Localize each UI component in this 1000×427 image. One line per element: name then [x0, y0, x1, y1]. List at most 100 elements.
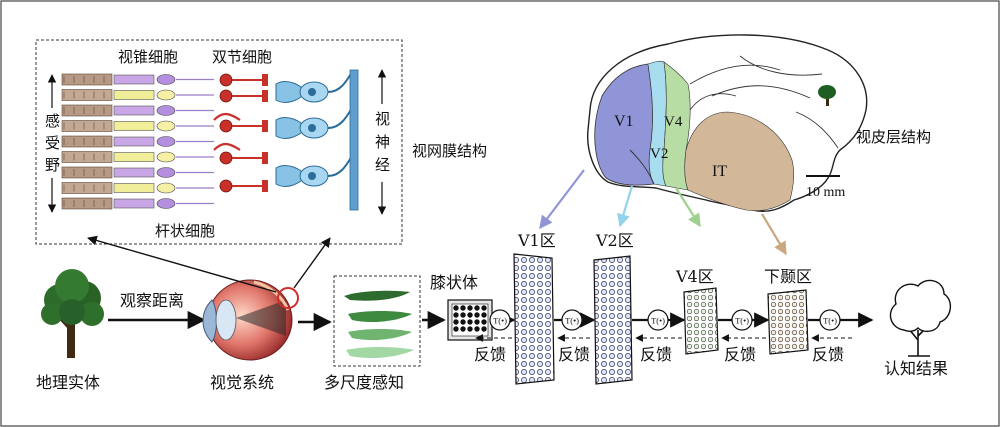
region-it-label: IT	[712, 163, 727, 180]
lgn-dot	[481, 326, 487, 332]
cone-cell	[113, 136, 155, 147]
result-tree-icon	[889, 279, 951, 357]
photoreceptor-segment	[61, 182, 113, 194]
cone-cell	[113, 105, 155, 116]
scale-bar-label: 10 mm	[806, 185, 845, 200]
photoreceptor-segment	[61, 197, 113, 210]
lgn-dot	[453, 319, 459, 325]
transform-node-label: T(•)	[493, 316, 507, 326]
feedback-label-4: 反馈	[724, 345, 756, 364]
lgn-dot	[467, 326, 473, 332]
receptive-field-char-1: 感	[45, 112, 60, 130]
lgn-block	[447, 299, 493, 341]
bipolar-cell	[219, 89, 233, 103]
v1-projection-arrow	[539, 169, 585, 230]
lgn-dot	[460, 305, 466, 311]
it-layer-block	[767, 289, 809, 355]
multiscale-box	[333, 275, 421, 367]
eye-illustration	[202, 279, 293, 361]
brain-illustration: V1 V4 V2 IT 10 mm	[587, 34, 868, 212]
geo-entity-tree-icon	[41, 269, 104, 358]
lgn-dot	[467, 319, 473, 325]
lgn-dot	[460, 319, 466, 325]
lgn-dot	[460, 326, 466, 332]
transform-node-label: T(•)	[735, 316, 749, 326]
v4-projection-arrow	[675, 187, 701, 228]
brain-tree-icon	[818, 85, 836, 106]
transform-node	[819, 309, 841, 331]
feedback-label-5: 反馈	[812, 345, 844, 364]
v2-area-label: V2区	[595, 231, 634, 250]
optic-zoom-arrow	[293, 237, 331, 289]
photoreceptor-segment	[61, 104, 113, 117]
rods-label: 杆状细胞	[155, 222, 215, 240]
retina-zoom-arrow	[87, 235, 277, 293]
photoreceptor-segment	[61, 151, 113, 163]
it-projection-arrow	[761, 213, 787, 256]
optic-nerve-bundle	[349, 69, 359, 211]
lgn-dot	[453, 305, 459, 311]
forward-transform-chain: T(•) T(•) T(•) T(•) T(•)	[489, 309, 874, 331]
transform-node	[561, 309, 583, 331]
v1-area-label: V1区	[517, 231, 556, 250]
transform-node-label: T(•)	[651, 316, 665, 326]
lgn-dot	[467, 312, 473, 318]
brain-sulci	[629, 55, 839, 185]
photoreceptor-segment	[61, 89, 113, 101]
lgn-label: 膝状体	[430, 273, 478, 292]
bipolar-cell	[219, 151, 233, 165]
bipolar-cell	[219, 119, 233, 133]
cone-cell	[113, 74, 155, 85]
lgn-dot	[474, 319, 480, 325]
cone-cell	[113, 198, 155, 209]
transform-node	[731, 309, 753, 331]
retina-structure-caption: 视网膜结构	[412, 142, 487, 160]
lgn-dot	[481, 312, 487, 318]
lgn-dot	[474, 305, 480, 311]
cortex-structure-caption: 视皮层结构	[856, 128, 931, 146]
rod-cell	[113, 90, 155, 100]
bipolar-label: 双节细胞	[212, 48, 272, 66]
receptive-field-char-2: 受	[45, 134, 60, 152]
lgn-dot	[474, 326, 480, 332]
rod-cell	[113, 152, 155, 162]
photoreceptor-segment	[61, 166, 113, 179]
it-area-label: 下颞区	[764, 267, 812, 286]
geo-entity-label: 地理实体	[36, 373, 100, 392]
lgn-dot	[453, 326, 459, 332]
photoreceptor-segment	[61, 120, 113, 132]
transform-node	[489, 309, 511, 331]
region-v2-label: V2	[650, 146, 668, 162]
v1-layer-block	[513, 253, 555, 385]
visual-system-label: 视觉系统	[210, 373, 274, 392]
photoreceptor-segment	[61, 135, 113, 148]
feedback-label-1: 反馈	[474, 345, 506, 364]
v4-area-label: V4区	[675, 267, 714, 286]
transform-node	[647, 309, 669, 331]
retina-box	[35, 39, 403, 245]
feedback-label-3: 反馈	[640, 345, 672, 364]
transform-node-label: T(•)	[823, 316, 837, 326]
v4-layer-block	[683, 287, 719, 355]
region-v1-label: V1	[614, 113, 634, 130]
v2-layer-block	[593, 255, 633, 385]
optic-nerve-char-2: 神	[375, 133, 390, 151]
receptive-field-char-3: 野	[45, 156, 60, 174]
retina-zoom-circle	[277, 287, 299, 309]
lgn-dot	[453, 312, 459, 318]
photoreceptor-segment	[61, 73, 113, 86]
lgn-dot	[481, 305, 487, 311]
retina-inset: 视锥细胞 双节细胞 杆状细胞 感 受 野 视 神 经	[35, 39, 403, 245]
region-v4-label: V4	[664, 114, 683, 130]
observe-distance-label: 观察距离	[120, 291, 184, 310]
cone-cell	[113, 167, 155, 178]
optic-nerve-char-1: 视	[375, 110, 390, 128]
rod-cell	[113, 183, 155, 193]
bipolar-cell	[219, 179, 233, 193]
region-it-area	[684, 111, 794, 211]
lgn-dot	[460, 312, 466, 318]
transform-node-label: T(•)	[565, 316, 579, 326]
